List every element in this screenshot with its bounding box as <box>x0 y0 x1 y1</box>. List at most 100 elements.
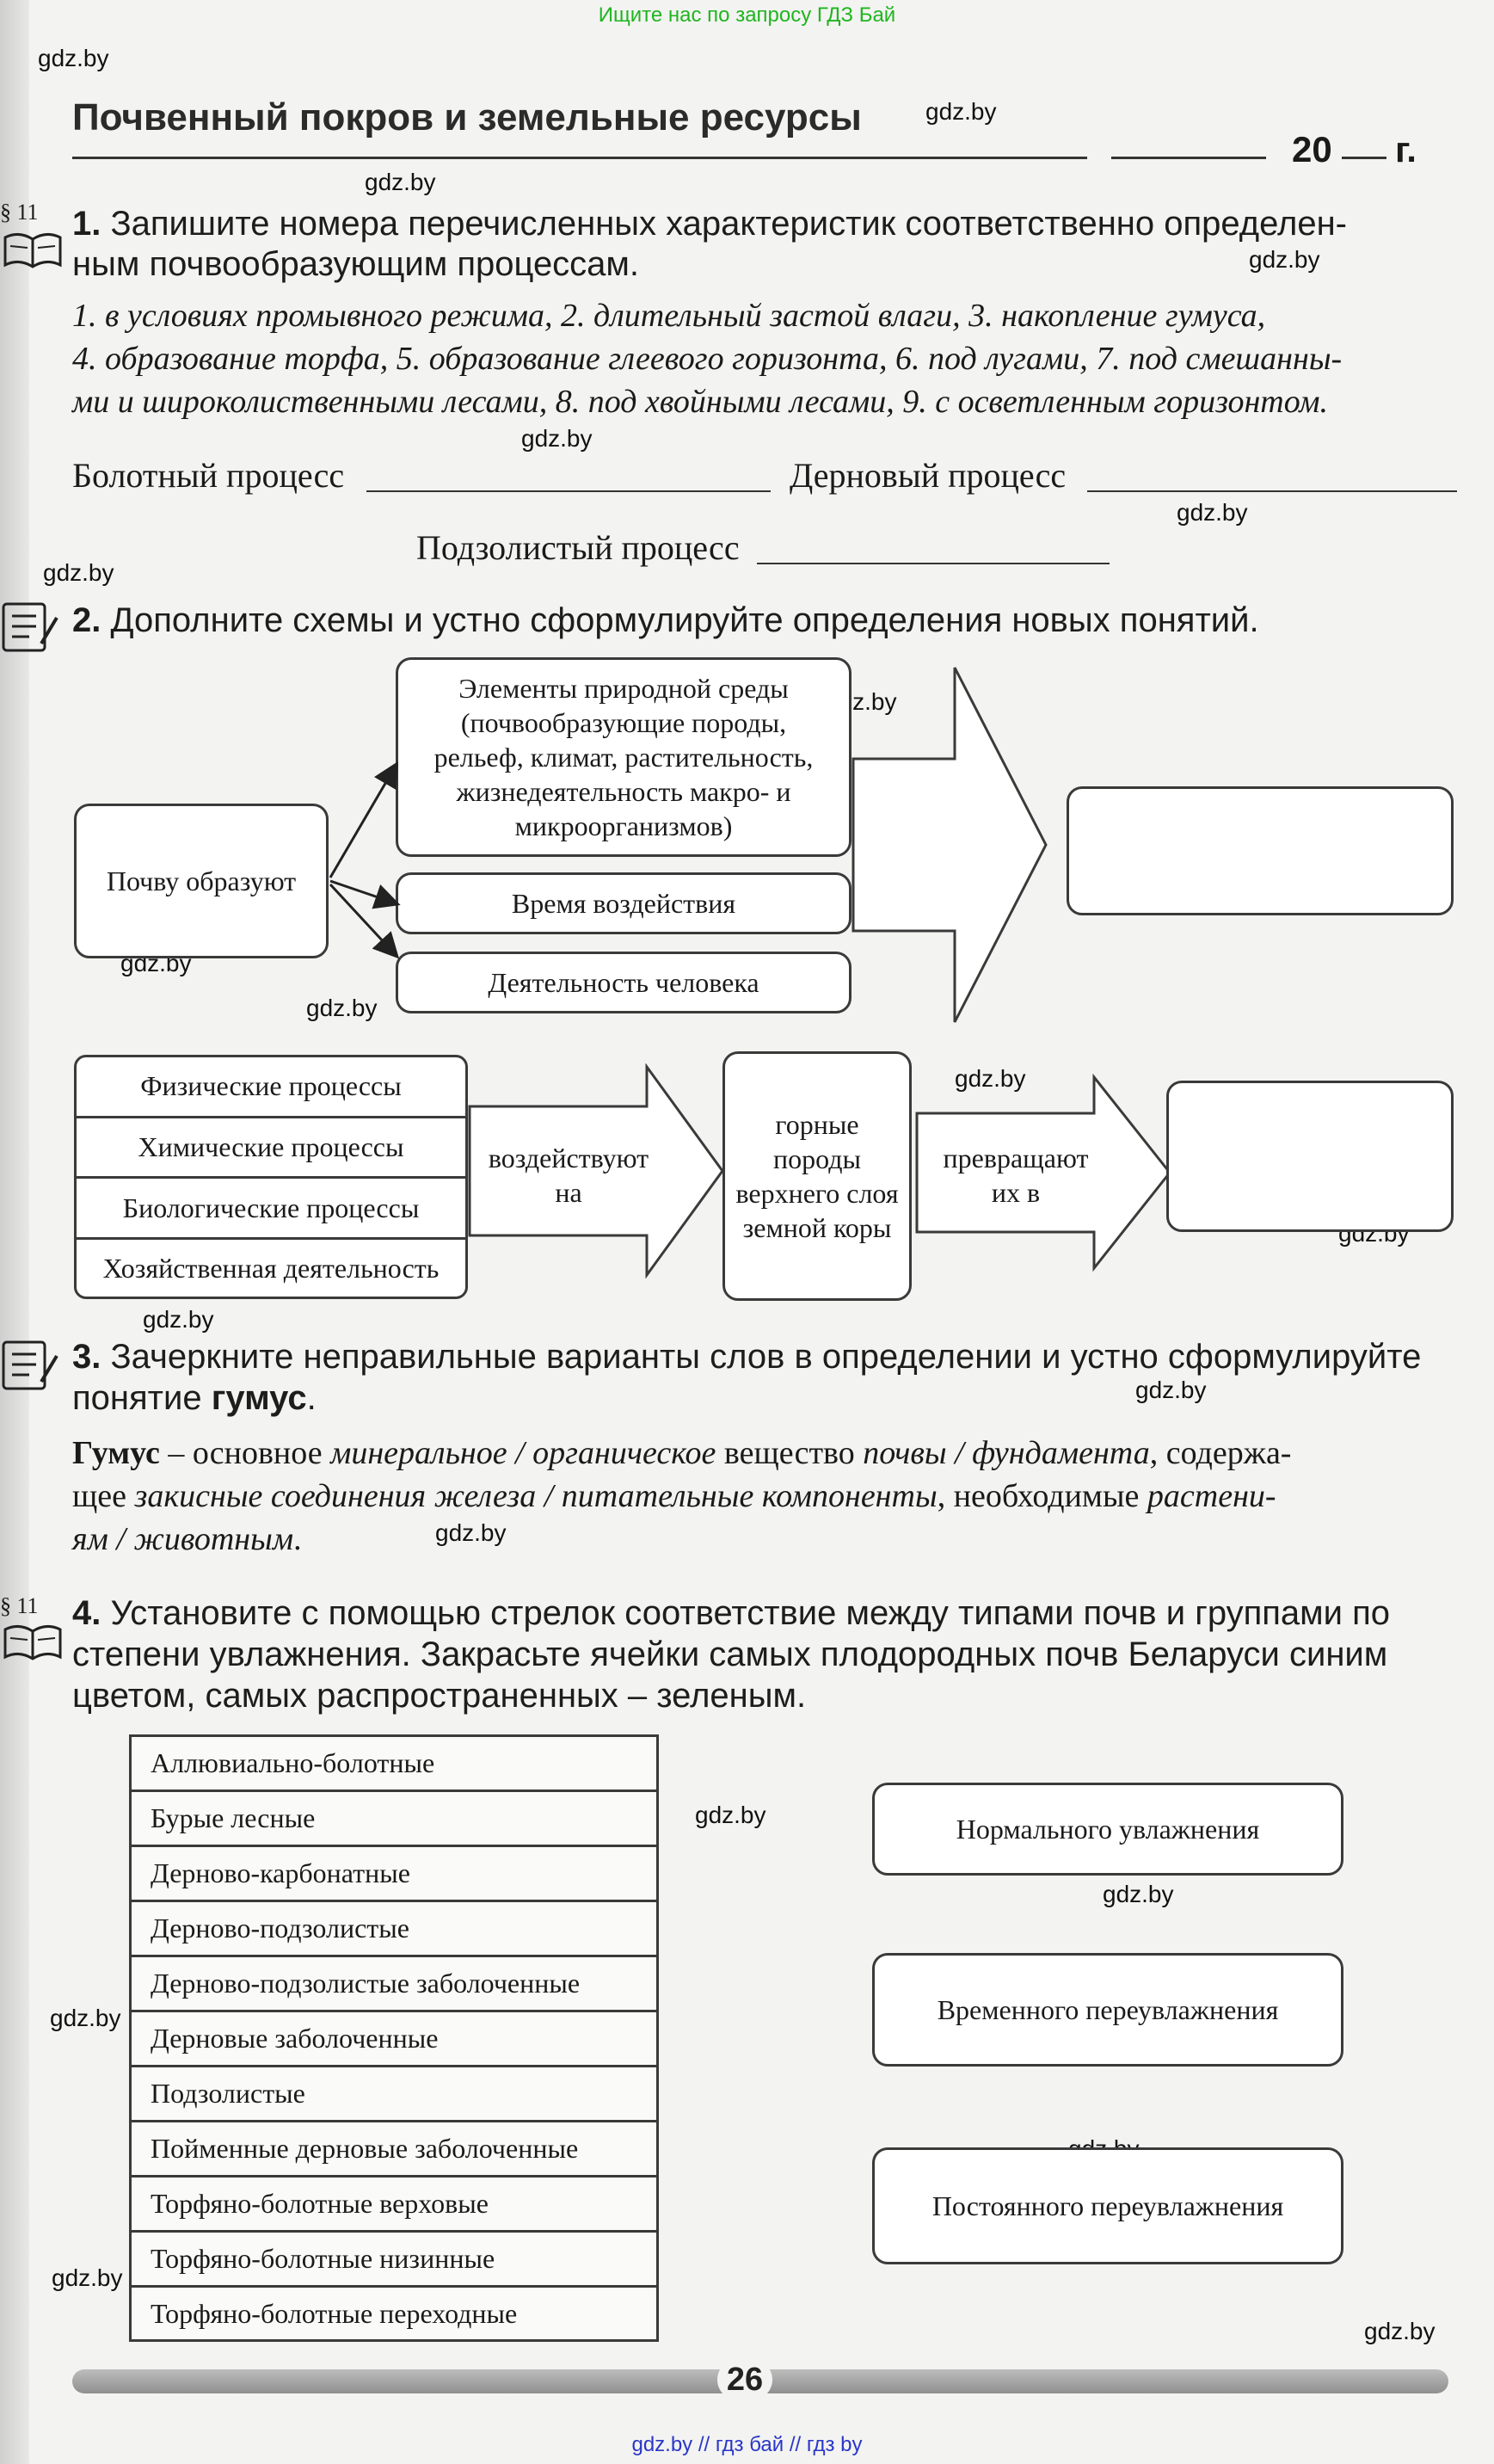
process-item: Хозяйственная деятельность <box>102 1252 440 1284</box>
task2-text: Дополните схемы и устно сформулируйте оп… <box>110 601 1259 639</box>
watermark: gdz.by <box>925 98 997 125</box>
year-label: 20 <box>1292 129 1332 169</box>
sod-answer-line[interactable] <box>1087 490 1457 492</box>
def-part: , необходимые <box>937 1478 1147 1514</box>
task3-text-cont: понятие гумус. <box>72 1379 317 1417</box>
task3-text: Зачеркните неправильные варианты слов в … <box>110 1338 1422 1376</box>
task1-heading: 1. Запишите номера перечисленных характе… <box>72 202 1474 245</box>
soil-formers-box: Почву образуют <box>74 804 329 958</box>
book-icon <box>3 233 62 268</box>
process-item: Физические процессы <box>77 1057 465 1118</box>
podzol-answer-line[interactable] <box>757 563 1110 564</box>
group-constant-overmoisture[interactable]: Постоянного переувлажнения <box>872 2147 1343 2264</box>
def-end: . <box>293 1521 302 1557</box>
label-sod-process: Дерновый процесс <box>790 456 1067 495</box>
time-box: Время воздействия <box>396 872 852 934</box>
big-arrow-right <box>852 667 1048 1023</box>
task3-number: 3. <box>72 1338 101 1376</box>
soil-type-cell[interactable]: Подзолистые <box>132 2067 656 2122</box>
watermark: gdz.by <box>435 1519 507 1546</box>
def-part: вещество <box>716 1435 864 1471</box>
watermark: gdz.by <box>52 2264 123 2291</box>
soil-type-cell[interactable]: Дерновые заболоченные <box>132 2012 656 2067</box>
year-blank-line[interactable] <box>1342 157 1386 159</box>
soil-type-cell[interactable]: Дерново-карбонатные <box>132 1847 656 1902</box>
option-pair[interactable]: закисные соединения железа / питательные… <box>134 1478 938 1514</box>
watermark: gdz.by <box>50 2005 121 2031</box>
watermark: gdz.by <box>1103 1881 1174 1907</box>
watermark: gdz.by <box>1135 1377 1207 1403</box>
task4-heading: 4. Установите с помощью стрелок соответс… <box>72 1592 1483 1635</box>
soil-types-table: Аллювиально-болотные Бурые лесные Дернов… <box>129 1734 659 2342</box>
watermark: gdz.by <box>365 169 436 195</box>
task1-items-line: ми и широколиственными лесами, 8. под хв… <box>72 384 1329 420</box>
book-icon <box>3 1625 62 1660</box>
group-normal-moisture[interactable]: Нормального увлажнения <box>872 1783 1343 1876</box>
watermark: gdz.by <box>1249 246 1320 273</box>
task1-text: Запишите номера перечисленных характерис… <box>110 205 1348 243</box>
soil-type-cell[interactable]: Пойменные дерновые заболоченные <box>132 2122 656 2178</box>
option-pair[interactable]: растени- <box>1147 1478 1276 1514</box>
option-pair[interactable]: ям / животным <box>72 1521 294 1557</box>
elements-box: Элементы природной среды (почвообразующи… <box>396 657 852 857</box>
watermark: gdz.by <box>955 1065 1026 1092</box>
watermark: gdz.by <box>43 559 114 586</box>
answer-box-soil[interactable] <box>1067 786 1454 915</box>
label-podzol-process: Подзолистый процесс <box>416 528 740 567</box>
task4-text-cont: степени увлажнения. Закрасьте ячейки сам… <box>72 1635 1388 1673</box>
date-blank-line[interactable] <box>1111 157 1266 159</box>
soil-type-cell[interactable]: Торфяно-болотные переходные <box>151 2297 518 2329</box>
checklist-icon <box>2 1340 58 1390</box>
humus-definition-line1: Гумус – основное минеральное / органичес… <box>72 1432 1483 1475</box>
soil-type-cell[interactable]: Бурые лесные <box>132 1792 656 1847</box>
def-term: Гумус <box>72 1435 160 1471</box>
title-underline <box>72 157 1087 159</box>
soil-type-cell[interactable]: Аллювиально-болотные <box>132 1737 656 1792</box>
task2-heading: 2. Дополните схемы и устно сформулируйте… <box>72 599 1259 642</box>
task4-text: Установите с помощью стрелок соответстви… <box>110 1594 1391 1632</box>
rocks-box: горные породы верхнего слоя земной коры <box>722 1051 912 1301</box>
task1-items-line: 4. образование торфа, 5. образование гле… <box>72 341 1343 377</box>
soil-type-cell[interactable]: Дерново-подзолистые заболоченные <box>132 1957 656 2012</box>
answer-box-soil-2[interactable] <box>1166 1081 1454 1232</box>
process-item: Химические процессы <box>77 1118 465 1180</box>
page-title: Почвенный покров и земельные ресурсы <box>72 96 862 139</box>
page-number: 26 <box>717 2359 772 2400</box>
def-part: – основное <box>159 1435 331 1471</box>
def-part: , содержа- <box>1149 1435 1292 1471</box>
task1-number: 1. <box>72 205 101 243</box>
watermark: gdz.by <box>695 1802 766 1828</box>
section-reference: § 11 <box>0 200 39 225</box>
watermark: gdz.by <box>1177 499 1248 526</box>
watermark: gdz.by <box>1364 2318 1436 2344</box>
task2-number: 2. <box>72 601 101 639</box>
year-suffix: г. <box>1395 129 1417 169</box>
option-pair[interactable]: минеральное / органическое <box>330 1435 716 1471</box>
processes-table: Физические процессы Химические процессы … <box>74 1055 468 1299</box>
top-banner[interactable]: Ищите нас по запросу ГДЗ Бай <box>598 3 896 27</box>
group-temporary-overmoisture[interactable]: Временного переувлажнения <box>872 1953 1343 2067</box>
turn-into-label: превращают их в <box>943 1143 1089 1208</box>
arrow-turn-into <box>915 1074 1171 1272</box>
task1-items-line: 1. в условиях промывного режима, 2. длит… <box>72 298 1266 334</box>
checklist-icon <box>2 602 58 652</box>
bottom-banner[interactable]: gdz.by // гдз бай // гдз by <box>631 2433 863 2456</box>
task3-heading: 3. Зачеркните неправильные варианты слов… <box>72 1335 1483 1378</box>
soil-type-cell[interactable]: Дерново-подзолистые <box>132 1902 656 1957</box>
soil-type-cell[interactable]: Торфяно-болотные верховые <box>132 2178 656 2233</box>
term-humus: гумус <box>211 1379 307 1417</box>
watermark: gdz.by <box>143 1306 214 1333</box>
soil-type-cell[interactable]: Торфяно-болотные низинные <box>132 2233 656 2288</box>
process-item: Биологические процессы <box>77 1179 465 1241</box>
human-activity-box: Деятельность человека <box>396 952 852 1013</box>
arrow-act-on <box>468 1063 724 1278</box>
watermark: gdz.by <box>521 425 593 452</box>
bog-answer-line[interactable] <box>366 490 771 492</box>
task4-number: 4. <box>72 1594 101 1632</box>
task3-text-b: понятие <box>72 1379 202 1417</box>
option-pair[interactable]: почвы / фундамента <box>863 1435 1150 1471</box>
watermark: gdz.by <box>38 45 109 71</box>
label-bog-process: Болотный процесс <box>72 456 345 495</box>
watermark: gdz.by <box>306 995 378 1021</box>
humus-definition-line3: ям / животным. <box>72 1518 302 1561</box>
